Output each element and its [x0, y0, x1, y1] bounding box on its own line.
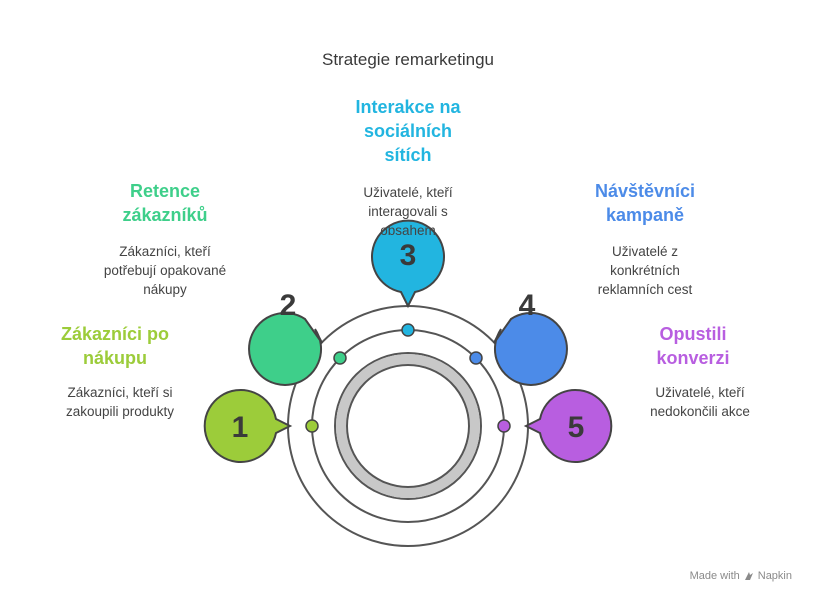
stage-5-badge: 5: [523, 389, 613, 463]
stage-4-description: Uživatelé z konkrétních reklamních cest: [570, 242, 720, 299]
stage-5-description: Uživatelé, kteří nedokončili akce: [620, 383, 780, 421]
stage-3-description-line-1: Uživatelé, kteří: [363, 185, 453, 200]
stage-2-description: Zákazníci, kteří potřebují opakované nák…: [90, 242, 240, 299]
stage-2-description-line-1: Zákazníci, kteří: [119, 244, 211, 259]
stage-4-description-line-1: Uživatelé z: [611, 244, 679, 259]
stage-3-heading-line-1: Interakce na: [355, 97, 461, 117]
stage-1-description: Zákazníci, kteří si zakoupili produkty: [40, 383, 200, 421]
stage-1-heading: Zákazníci po nákupu: [40, 322, 190, 370]
made-with-label: Made with: [689, 570, 740, 582]
stage-2-dot: [333, 351, 347, 365]
stage-5-description-line-1: Uživatelé, kteří: [655, 385, 745, 400]
stage-2-heading-line-1: Retence: [129, 181, 201, 201]
stage-2-description-line-2: potřebují opakované: [103, 263, 227, 278]
stage-5-heading-line-1: Opustili: [659, 324, 727, 344]
inner-ring-outline-inner: [346, 364, 470, 488]
stage-2-badge: 2: [248, 289, 323, 386]
stage-3-badge: 3: [371, 219, 445, 309]
outer-ring: [287, 305, 529, 547]
diagram-title: Strategie remarketingu: [322, 50, 494, 69]
stage-4-description-line-2: konkrétních: [610, 263, 680, 278]
stage-1-dot: [305, 419, 319, 433]
napkin-brand: Napkin: [757, 570, 792, 582]
stage-5-number: 5: [568, 411, 585, 444]
stage-1-description-line-1: Zákazníci, kteří si: [67, 385, 173, 400]
stage-3-heading-line-2: sociálních: [363, 121, 453, 141]
stage-5-dot: [497, 419, 511, 433]
napkin-logo-icon: [744, 572, 753, 580]
stage-3-number: 3: [400, 239, 417, 272]
stage-4-heading-line-2: kampaně: [605, 205, 685, 225]
stage-4-heading-line-1: Návštěvníci: [594, 181, 696, 201]
stage-4-number: 4: [519, 289, 536, 322]
stage-1-heading-line-2: nákupu: [82, 348, 147, 368]
stage-3-description: Uživatelé, kteří interagovali s obsahem: [333, 183, 483, 240]
stage-3-heading-line-3: sítích: [384, 145, 432, 165]
stage-1-description-line-2: zakoupili produkty: [65, 404, 175, 419]
stage-1-badge: 1: [203, 389, 293, 463]
stage-2-heading: Retence zákazníků: [95, 179, 235, 227]
stage-1-number: 1: [232, 411, 249, 444]
stage-3-description-line-3: obsahem: [380, 223, 436, 238]
stage-4-description-line-3: reklamních cest: [597, 282, 693, 297]
stage-2-heading-line-2: zákazníků: [122, 205, 208, 225]
made-with-napkin-footer: Made with Napkin: [690, 570, 792, 582]
stage-4-heading: Návštěvníci kampaně: [570, 179, 720, 227]
stage-1-heading-line-1: Zákazníci po: [60, 324, 170, 344]
stage-2-description-line-3: nákupy: [143, 282, 187, 297]
stage-5-description-line-2: nedokončili akce: [650, 404, 750, 419]
stage-4-dot: [469, 351, 483, 365]
stage-3-heading: Interakce na sociálních sítích: [328, 95, 488, 167]
inner-ring-band: [336, 354, 480, 498]
stage-4-badge: 4: [493, 289, 568, 386]
stage-3-dot: [401, 323, 415, 337]
inner-ring-outline-outer: [334, 352, 482, 500]
stage-3-description-line-2: interagovali s: [368, 204, 448, 219]
stage-5-heading-line-2: konverzi: [656, 348, 730, 368]
stage-5-heading: Opustili konverzi: [623, 322, 763, 370]
stage-2-number: 2: [280, 289, 297, 322]
